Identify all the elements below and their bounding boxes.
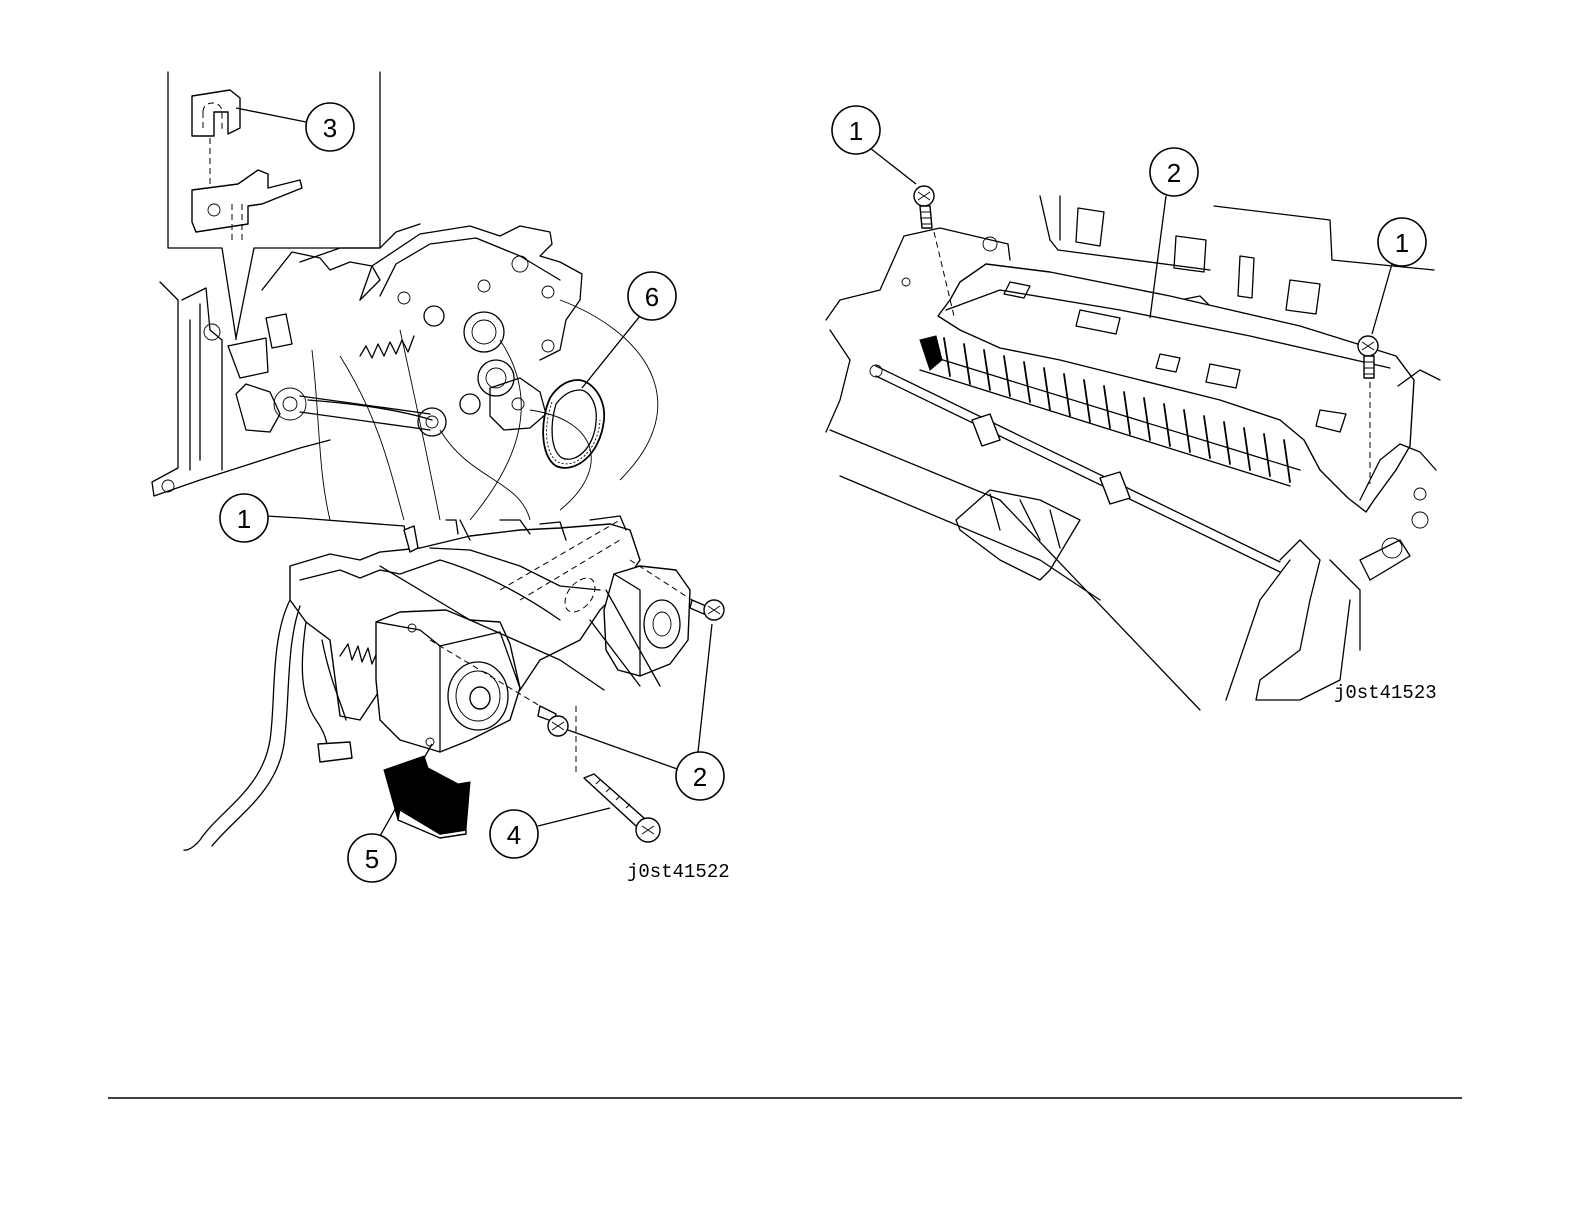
svg-text:5: 5 — [365, 844, 379, 874]
callout-4: 4 — [490, 808, 610, 858]
svg-text:1: 1 — [237, 504, 251, 534]
chute-cover — [920, 264, 1414, 512]
callout-1-right: 1 — [1372, 218, 1426, 334]
callout-3: 3 — [236, 103, 354, 151]
callout-6: 6 — [582, 272, 676, 388]
figure-id-label: j0st41523 — [1334, 682, 1437, 704]
callout-1: 1 — [220, 494, 418, 552]
svg-text:1: 1 — [849, 116, 863, 146]
figure-right-chute-assembly: 1 1 2 j0st41523 — [826, 106, 1440, 710]
screw-right-motor — [690, 600, 724, 620]
svg-text:4: 4 — [507, 820, 521, 850]
svg-text:2: 2 — [1167, 158, 1181, 188]
svg-text:2: 2 — [693, 762, 707, 792]
callout-2: 2 — [1150, 148, 1198, 318]
svg-text:3: 3 — [323, 113, 337, 143]
drive-belt — [543, 380, 604, 468]
svg-text:6: 6 — [645, 282, 659, 312]
callout-1-left: 1 — [832, 106, 916, 184]
lower-tray — [956, 490, 1080, 580]
long-screw — [576, 706, 660, 842]
figure-left-drawive-motor-assembly: 3 6 1 2 4 5 j0st41522 — [152, 72, 730, 883]
screw-left — [914, 186, 954, 316]
removal-arrow — [384, 756, 470, 838]
svg-text:1: 1 — [1395, 228, 1409, 258]
motor-bracket-assembly — [290, 516, 690, 752]
screw-left-motor — [538, 706, 568, 736]
figure-id-label: j0st41522 — [627, 861, 730, 883]
chassis-frame — [152, 224, 658, 520]
